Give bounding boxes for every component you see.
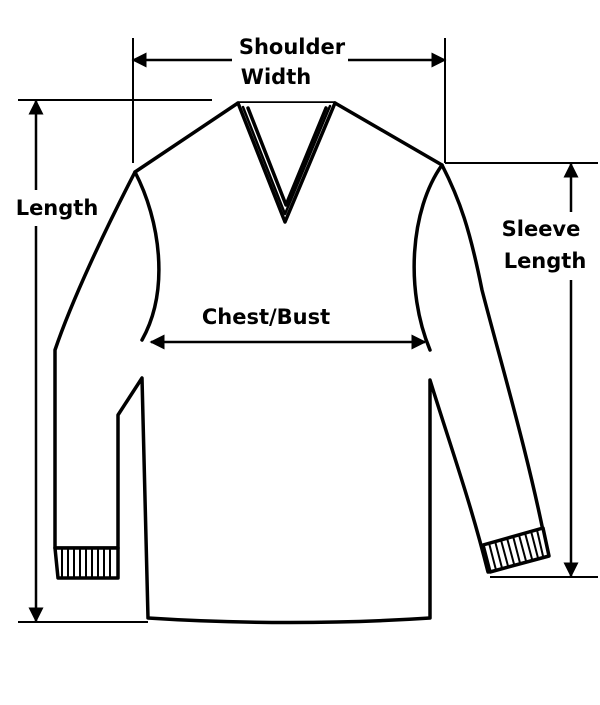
measurement-labels: Shoulder Width Length Sleeve Length Ches… bbox=[16, 35, 587, 329]
right-cuff bbox=[481, 526, 551, 574]
length-label: Length bbox=[16, 196, 99, 220]
right-armhole-seam bbox=[412, 163, 444, 352]
sweater-icon bbox=[53, 101, 551, 625]
shoulder-label-line2: Width bbox=[241, 65, 311, 89]
shoulder-label-line1: Shoulder bbox=[239, 35, 346, 59]
collar-inner bbox=[246, 106, 328, 207]
chest-label: Chest/Bust bbox=[202, 305, 330, 329]
collar-outer bbox=[236, 101, 337, 224]
left-cuff bbox=[53, 546, 120, 580]
sweater-body-outline bbox=[53, 101, 550, 625]
sleeve-label-line1: Sleeve bbox=[502, 217, 581, 241]
collar-rib-line bbox=[241, 104, 332, 216]
measurement-arrows bbox=[28, 52, 579, 623]
left-armhole-seam bbox=[133, 170, 161, 342]
sleeve-label-line2: Length bbox=[504, 249, 587, 273]
